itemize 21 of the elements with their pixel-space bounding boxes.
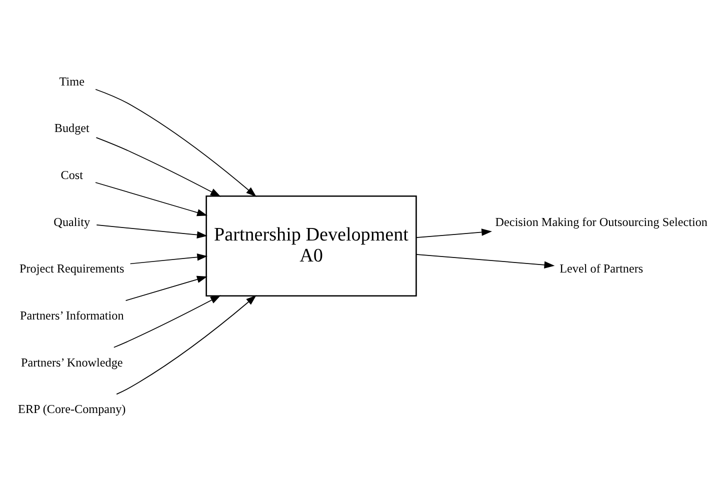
arrow — [113, 294, 221, 348]
arrow — [130, 253, 208, 264]
arrow — [125, 275, 208, 300]
node-text: ERP (Core-Company) — [18, 402, 126, 416]
arrow — [96, 224, 208, 238]
node-text: Decision Making for Outsourcing Selection — [495, 214, 708, 228]
node-text: Partners’ Information — [20, 308, 124, 322]
node-text: Level of Partners — [560, 261, 644, 276]
arrow — [95, 88, 256, 196]
arrow — [96, 136, 221, 196]
node-text: Quality — [54, 214, 90, 228]
node-text: Cost — [60, 167, 84, 182]
node-text: Time — [59, 74, 84, 88]
node-text: Project Requirements — [20, 261, 124, 276]
arrow — [416, 254, 555, 268]
arrow — [116, 294, 256, 394]
node-box: Partnership Development A0 — [206, 194, 417, 296]
arrow — [95, 182, 208, 216]
arrow — [416, 228, 492, 238]
node-text: Partners’ Knowledge — [20, 354, 123, 369]
node-text: Budget — [54, 120, 90, 135]
